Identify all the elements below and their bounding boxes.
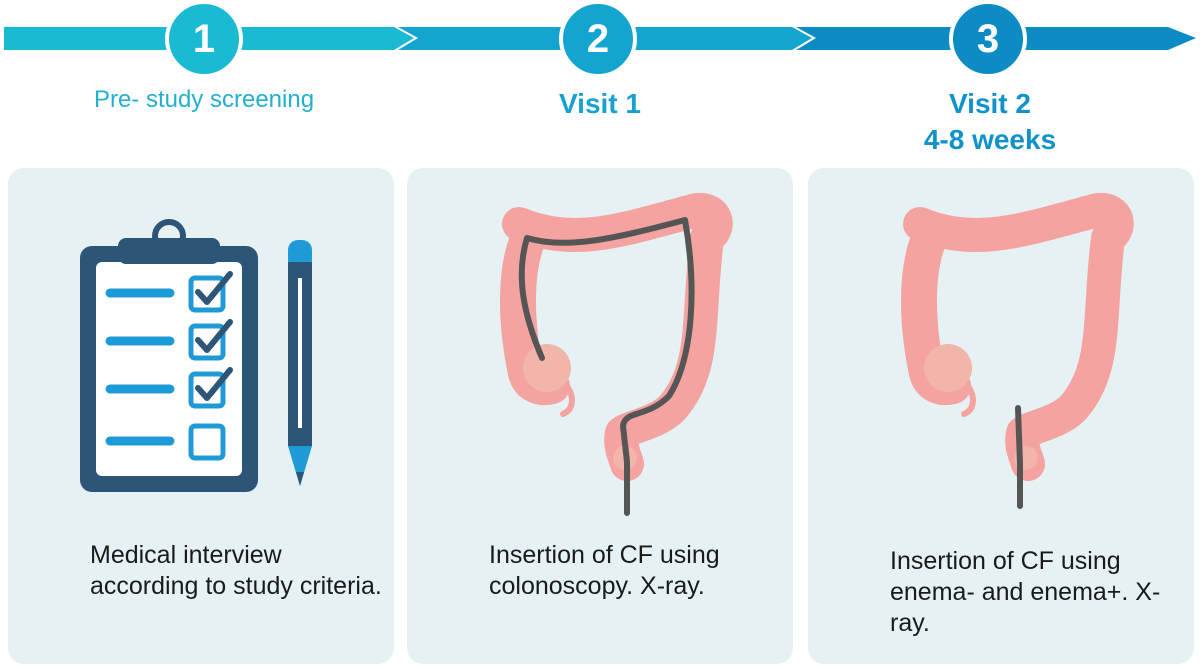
colon-with-enema-catheter-icon [901,193,1134,509]
step-2-caption: Insertion of CF using colonoscopy. X-ray… [489,541,720,600]
step-1-number: 1 [165,0,243,78]
step-3-caption: Insertion of CF using enema- and enema+.… [890,547,1161,637]
step-3-title: Visit 2 4-8 weeks [800,86,1180,158]
step-2-number: 2 [559,0,637,78]
step-2-title: Visit 1 [559,88,641,119]
step-1-panel: Medical interview according to study cri… [8,168,394,664]
step-3-number: 3 [949,0,1027,78]
colon-with-colonoscope-icon [500,193,733,516]
pencil-icon [288,240,312,486]
step-3-subtitle: 4-8 weeks [923,124,1057,155]
step-3-title-main: Visit 2 [949,88,1031,119]
step-3-panel: Insertion of CF using enema- and enema+.… [808,168,1194,664]
clipboard-checklist-icon [80,219,258,492]
step-1-title: Pre- study screening [93,86,315,113]
step-2-panel: Insertion of CF using colonoscopy. X-ray… [407,168,793,664]
step-1-caption: Medical interview according to study cri… [90,541,382,600]
